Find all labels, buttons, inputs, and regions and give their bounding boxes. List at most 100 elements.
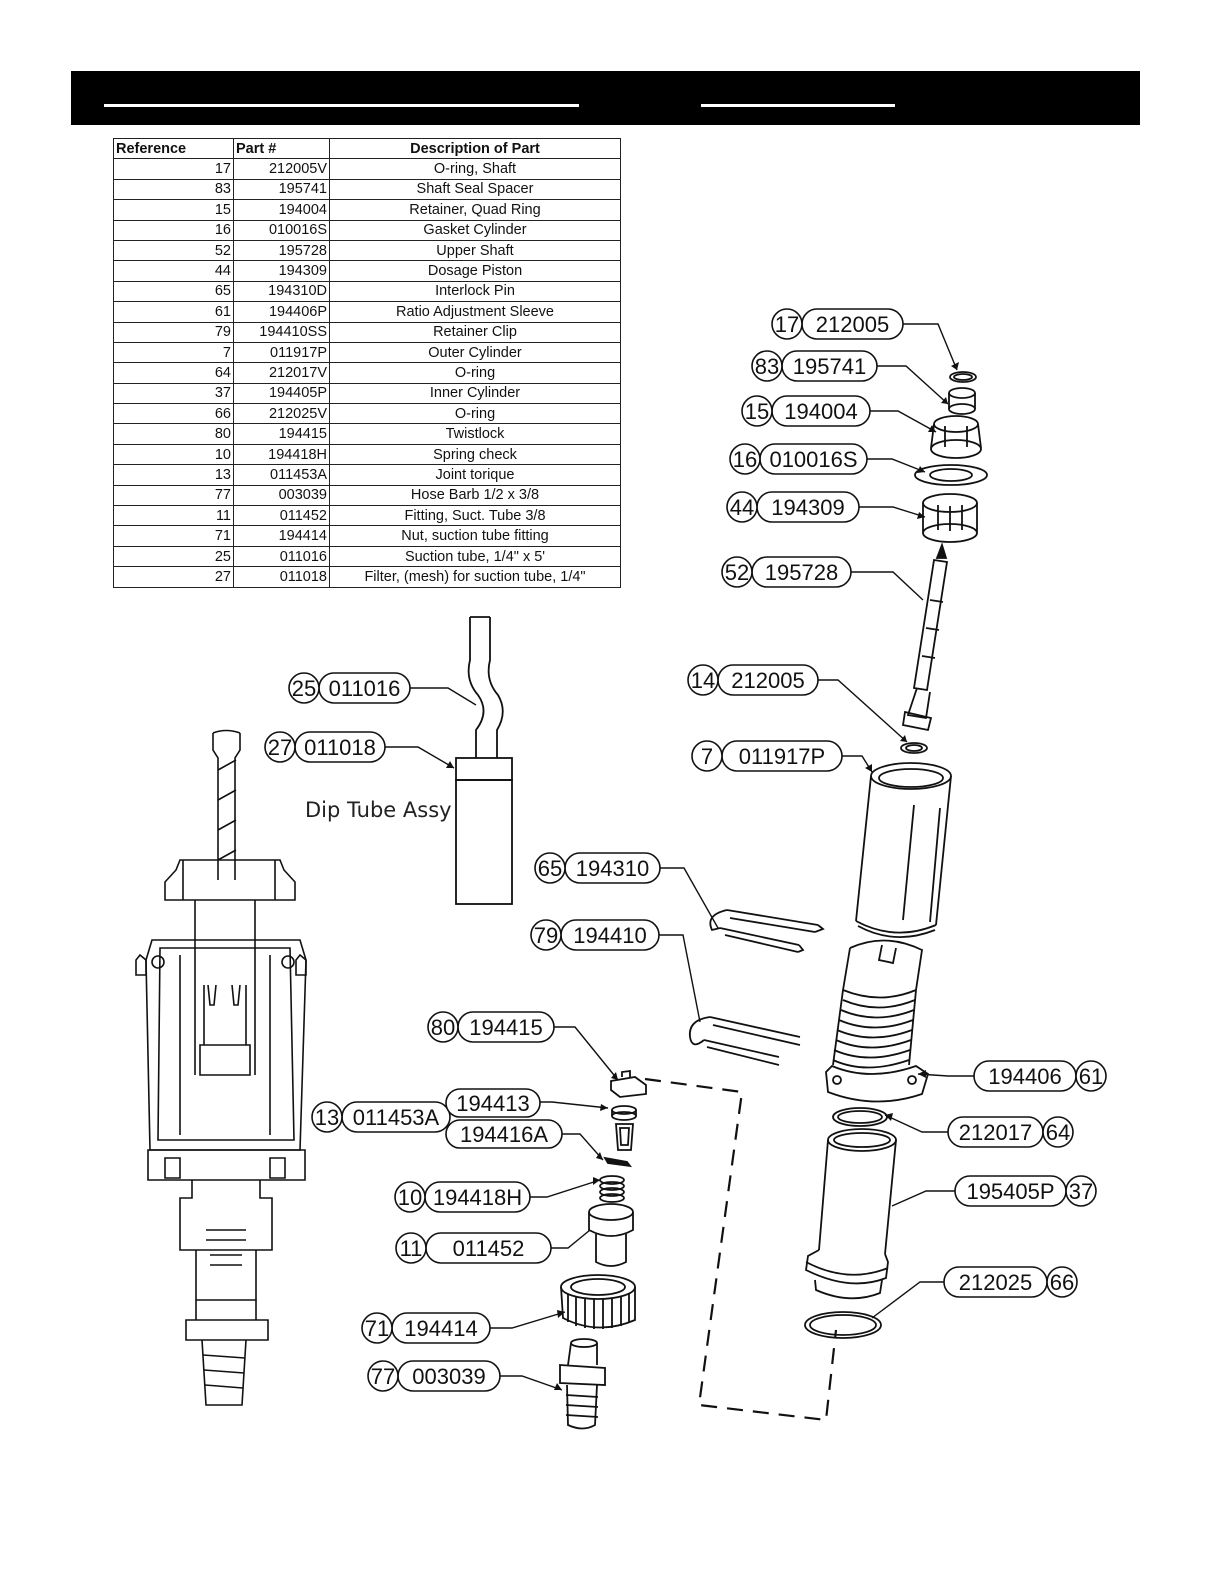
callout-ref-circle (751, 350, 783, 382)
cell-part-number: 194415 (233, 423, 330, 445)
callout-part-number: 011453A (353, 1105, 440, 1130)
callout-reference-number: 44 (730, 495, 754, 520)
callout-pill (445, 1088, 541, 1118)
header-underline-left (104, 104, 579, 107)
callout-17: 212005 17 (771, 308, 904, 340)
callout-reference-number: 17 (775, 312, 799, 337)
callout-ref-circle (1046, 1266, 1078, 1298)
callout-part-number: 194418H (433, 1185, 522, 1210)
cell-part-number: 194410SS (233, 321, 330, 343)
callout-79: 194410 79 (530, 919, 660, 951)
callout-ref-circle (726, 491, 758, 523)
part-retainer-clip-79 (688, 1016, 801, 1066)
callout-reference-number: 65 (538, 856, 562, 881)
callout-part-number: 011016 (329, 676, 401, 701)
assembly-dashed-path (644, 1077, 838, 1422)
callout-7: 011917P 7 (691, 740, 843, 772)
callout-ref-circle (367, 1360, 399, 1392)
cell-part-number: 195741 (233, 178, 330, 201)
part-hose-barb-77 (559, 1338, 606, 1430)
part-shaft-52 (901, 542, 949, 732)
callout-25: 011016 25 (288, 672, 411, 704)
callout-ref-circle (1042, 1116, 1074, 1148)
part-twistlock-80 (610, 1069, 647, 1098)
cell-part-number: 011453A (233, 464, 330, 486)
callout-ref-circle (721, 556, 753, 588)
cell-description: Shaft Seal Spacer (329, 178, 621, 201)
part-gasket-16 (914, 464, 988, 486)
callout-reference-number: 52 (725, 560, 749, 585)
cell-description: Spring check (329, 443, 621, 466)
cell-description: Filter, (mesh) for suction tube, 1/4" (329, 566, 621, 588)
callout-part-number: 195728 (765, 560, 838, 585)
callout-reference-number: 7 (701, 744, 713, 769)
callout-reference-number: 14 (691, 668, 715, 693)
part-oring-14 (900, 742, 928, 754)
callout-reference-number: 77 (371, 1364, 395, 1389)
callout-part-number: 194416A (460, 1122, 548, 1147)
callout-part-number: 011018 (304, 735, 376, 760)
callout-part-number: 212005 (816, 312, 889, 337)
dip-tube-caption: Dip Tube Assy (305, 798, 452, 822)
part-oring-17 (949, 371, 977, 383)
callout-reference-number: 79 (534, 923, 558, 948)
cell-part-number: 194310D (233, 280, 330, 303)
callout-part-number: 212017 (959, 1120, 1032, 1145)
callout-ref-circle (288, 672, 320, 704)
part-interlock-pin-65 (709, 909, 825, 953)
callout-44: 194309 44 (726, 491, 860, 523)
callout-14: 212005 14 (687, 664, 819, 696)
callout-ref-circle (361, 1312, 393, 1344)
callout-reference-number: 64 (1046, 1120, 1070, 1145)
callout-reference-number: 15 (745, 399, 769, 424)
part-outer-cylinder-7 (855, 762, 952, 938)
callout-reference-number: 11 (400, 1236, 423, 1261)
callout-pill (445, 1119, 563, 1149)
cell-description: O-ring (329, 403, 621, 425)
cell-description: Suction tube, 1/4" x 5' (329, 545, 621, 568)
callout-part-number: 212005 (731, 668, 804, 693)
part-nut-71 (560, 1274, 636, 1329)
callout-reference-number: 61 (1079, 1064, 1103, 1089)
callout-part-number: 194309 (771, 495, 844, 520)
part-194413 (611, 1105, 637, 1121)
callout-part-number: 011917P (739, 744, 825, 769)
callout-ref-circle (1065, 1175, 1097, 1207)
part-inner-cylinder-37 (805, 1128, 897, 1300)
callout-13b: 194416A (445, 1119, 563, 1149)
part-ratio-sleeve-61 (825, 939, 930, 1103)
callout-part-number: 194004 (784, 399, 857, 424)
callout-ref-circle (687, 664, 719, 696)
callout-part-number: 194410 (573, 923, 646, 948)
callout-reference-number: 16 (733, 447, 757, 472)
callout-ref-circle (394, 1181, 426, 1213)
callout-ref-circle (1075, 1060, 1107, 1092)
callout-ref-circle (530, 919, 562, 951)
cell-reference: 27 (113, 566, 234, 588)
part-joint-13 (615, 1123, 634, 1151)
callout-reference-number: 25 (292, 676, 316, 701)
callout-part-number: 194414 (404, 1316, 477, 1341)
callout-ref-circle (729, 443, 761, 475)
callout-ref-circle (741, 395, 773, 427)
